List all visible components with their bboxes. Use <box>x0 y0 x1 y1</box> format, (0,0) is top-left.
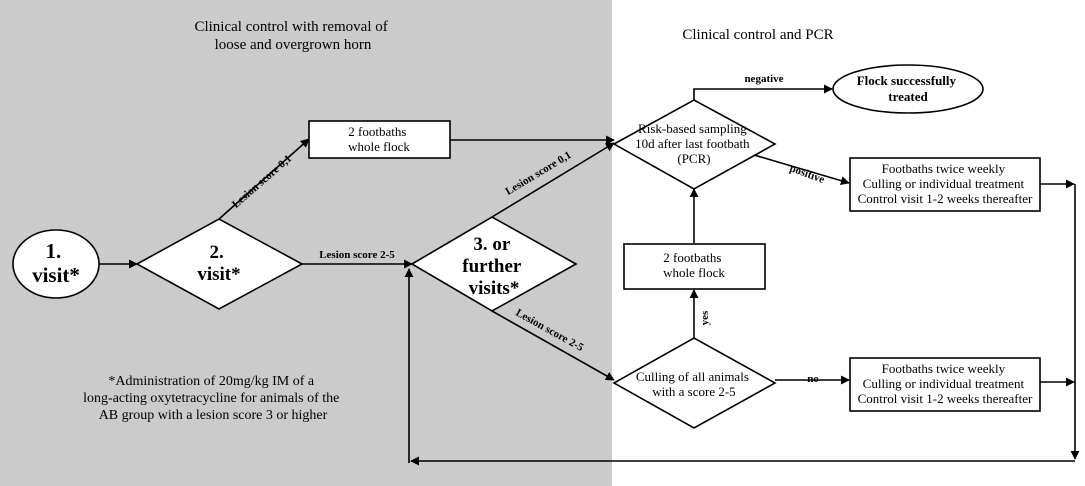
edge-label-negative: negative <box>744 73 783 85</box>
node-treat-top: Footbaths twice weekly Culling or indivi… <box>849 157 1041 212</box>
footnote: *Administration of 20mg/kg IM of a long-… <box>83 374 343 423</box>
edge-label-no: no <box>807 373 819 385</box>
svg-text:Footbaths twice weekly C: Footbaths twice weekly Culling or indivi… <box>858 161 1033 206</box>
edge-sampling-success <box>693 84 833 100</box>
node-footbath-top: 2 footbaths whole flock <box>308 120 451 159</box>
node-treat-bottom: Footbaths twice weekly Culling or indivi… <box>849 357 1041 412</box>
edge-visit2-footbath-top <box>218 138 310 220</box>
node-sampling: Risk-based sampling 10d after last footb… <box>612 99 777 190</box>
node-visit2: 2. visit* <box>135 218 304 310</box>
svg-text:Culling of all animals w: Culling of all animals with a score 2-5 <box>636 369 752 399</box>
svg-text:2. visit*: 2. visit* <box>197 242 240 285</box>
left-region-title: Clinical control with removal of loose a… <box>194 19 391 53</box>
svg-text:2 footbaths whole flock: 2 footbaths whole flock <box>348 124 410 154</box>
node-visit1: 1. visit* <box>12 229 100 299</box>
node-footbath-mid: 2 footbaths whole flock <box>623 243 766 290</box>
svg-text:Risk-based sampling 10d: Risk-based sampling 10d after last footb… <box>635 121 753 166</box>
edge-sampling-treat-top <box>743 151 850 186</box>
edge-label-lesion-25-a: Lesion score 2-5 <box>319 249 395 261</box>
right-region-title: Clinical control and PCR <box>682 27 833 43</box>
edge-label-yes: yes <box>699 310 711 325</box>
node-success: Flock successfully treated <box>832 64 984 114</box>
edge-visit3-sampling <box>491 142 615 218</box>
svg-text:3. or further visi: 3. or further visits* <box>462 234 526 299</box>
svg-text:Flock successfully treat: Flock successfully treated <box>857 73 960 104</box>
svg-text:2 footbaths whole flock: 2 footbaths whole flock <box>663 250 725 280</box>
svg-text:Footbaths twice weekly C: Footbaths twice weekly Culling or indivi… <box>858 361 1033 406</box>
edge-visit3-culling <box>491 310 615 381</box>
node-visit3: 3. or further visits* <box>410 216 578 312</box>
node-culling: Culling of all animals with a score 2-5 <box>612 337 777 429</box>
svg-text:1. visit*: 1. visit* <box>32 239 80 287</box>
